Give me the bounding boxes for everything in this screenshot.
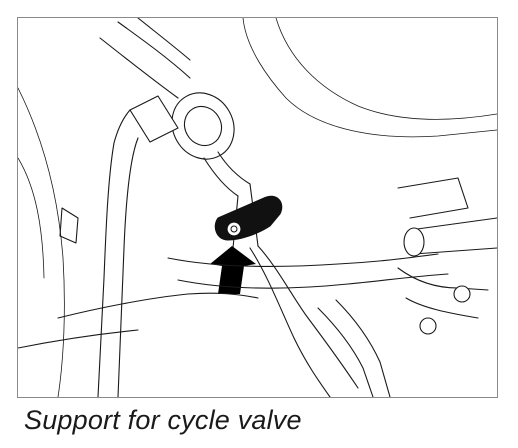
support-bolt-center	[230, 225, 238, 233]
left-inner-contour	[18, 157, 45, 279]
harness-line-2	[177, 273, 449, 289]
hose-top-edge	[137, 18, 191, 61]
right-bolt-2	[419, 317, 437, 335]
right-lower-housing	[397, 267, 489, 319]
valve-neck	[203, 151, 251, 197]
right-bracket	[397, 177, 469, 219]
hose-upper-edge	[99, 37, 179, 99]
lower-hose-edge-2	[335, 299, 391, 397]
connector-wire-2	[117, 137, 139, 397]
thin-wire-1	[257, 245, 359, 389]
right-pipe-fitting	[403, 227, 425, 257]
engine-bay-line-drawing	[18, 18, 497, 397]
harness-line-1	[167, 253, 439, 268]
pointer-arrow	[210, 246, 256, 294]
figure-caption: Support for cycle valve	[24, 405, 302, 435]
lower-left-bodywork-2	[18, 329, 139, 349]
lower-hose-edge-1	[317, 307, 374, 397]
right-pipe-lower	[413, 247, 497, 255]
support-bolt-head	[226, 221, 242, 237]
electrical-connector	[129, 95, 179, 143]
lower-left-bodywork	[57, 292, 259, 319]
thin-wire-2	[249, 247, 331, 397]
right-pipe-upper	[409, 217, 497, 231]
technical-illustration	[17, 17, 498, 398]
left-bracket	[59, 207, 79, 244]
cycle-valve-face	[183, 105, 223, 147]
upper-right-contour	[275, 18, 497, 120]
hose-lower-edge	[117, 21, 191, 79]
connector-wire	[97, 109, 131, 397]
right-bolt-1	[453, 285, 471, 303]
rear-panel-contour	[242, 18, 497, 138]
left-body-contour	[18, 87, 65, 397]
support-clip	[214, 195, 283, 241]
